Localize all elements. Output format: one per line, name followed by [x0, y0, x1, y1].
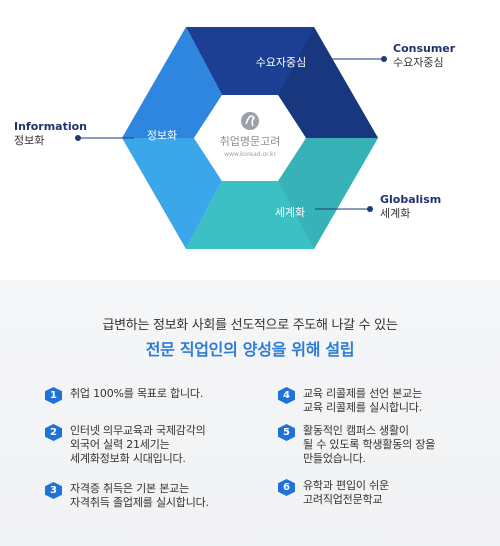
goal-number-badge: 2 — [45, 424, 62, 441]
goals-section — [0, 280, 500, 546]
callout-consumer-ko: 수요자중심 — [393, 56, 444, 69]
callout-consumer: Consumer 수요자중심 — [393, 42, 455, 70]
goal-item-2: 2 인터넷 의무교육과 국제감각의 외국어 실력 21세기는 세계화정보화 시대… — [45, 424, 206, 466]
goal-number-badge: 4 — [278, 387, 295, 404]
goal-item-4: 4 교육 리콜제를 선언 본교는 교육 리콜제를 실시합니다. — [278, 387, 422, 415]
center-url: www.koread.or.kr — [224, 151, 276, 158]
logo-icon — [241, 112, 259, 130]
center-name: 취업명문고려 — [220, 135, 281, 148]
callout-information: Information 정보화 — [14, 120, 87, 148]
goal-item-5: 5 활동적인 캠퍼스 생활이 될 수 있도록 학생활동의 장을 만들었습니다. — [278, 424, 435, 466]
goal-number-badge: 5 — [278, 424, 295, 441]
segment-information-shade — [122, 27, 222, 138]
hexagon-diagram: 취업명문고려 www.koread.or.kr 수요자중심 정보화 세계화 — [75, 27, 387, 249]
segment-label-globalism: 세계화 — [275, 206, 305, 219]
goal-number-badge: 3 — [45, 482, 62, 499]
callout-dot-information — [75, 135, 81, 141]
segment-label-consumer: 수요자중심 — [256, 56, 307, 69]
callout-dot-consumer — [381, 56, 387, 62]
segment-globalism-shade — [278, 138, 378, 249]
segment-label-information: 정보화 — [147, 129, 177, 142]
segment-consumer-shade — [278, 27, 378, 138]
goal-item-3: 3 자격증 취득은 기본 본교는 자격취득 졸업제를 실시합니다. — [45, 482, 209, 510]
callout-globalism-ko: 세계화 — [380, 207, 411, 220]
hexagon-center — [194, 95, 306, 181]
callout-consumer-en: Consumer — [393, 42, 456, 55]
callout-dot-globalism — [367, 206, 373, 212]
callout-information-en: Information — [14, 120, 87, 133]
goal-item-6: 6 유학과 편입이 쉬운 고려직업전문학교 — [278, 479, 389, 507]
goal-item-1: 1 취업 100%를 목표로 합니다. — [45, 387, 203, 404]
goal-number-badge: 6 — [278, 479, 295, 496]
goal-number-badge: 1 — [45, 387, 62, 404]
goal-text: 유학과 편입이 쉬운 고려직업전문학교 — [303, 479, 389, 506]
goal-text: 활동적인 캠퍼스 생활이 될 수 있도록 학생활동의 장을 만들었습니다. — [303, 424, 436, 465]
intro-subtitle: 급변하는 정보화 사회를 선도적으로 주도해 나갈 수 있는 — [102, 318, 398, 333]
goal-text: 취업 100%를 목표로 합니다. — [70, 387, 204, 400]
callout-information-ko: 정보화 — [14, 134, 45, 147]
callout-globalism-en: Globalism — [380, 193, 442, 206]
goal-text: 인터넷 의무교육과 국제감각의 외국어 실력 21세기는 세계화정보화 시대입니… — [70, 424, 206, 465]
hexagon-diagram-section: 취업명문고려 www.koread.or.kr 수요자중심 정보화 세계화 Co… — [14, 27, 456, 249]
callout-globalism: Globalism 세계화 — [380, 193, 441, 221]
intro-title: 전문 직업인의 양성을 위해 설립 — [145, 340, 355, 359]
goal-text: 자격증 취득은 기본 본교는 자격취득 졸업제를 실시합니다. — [70, 482, 209, 509]
goal-text: 교육 리콜제를 선언 본교는 교육 리콜제를 실시합니다. — [303, 387, 423, 414]
